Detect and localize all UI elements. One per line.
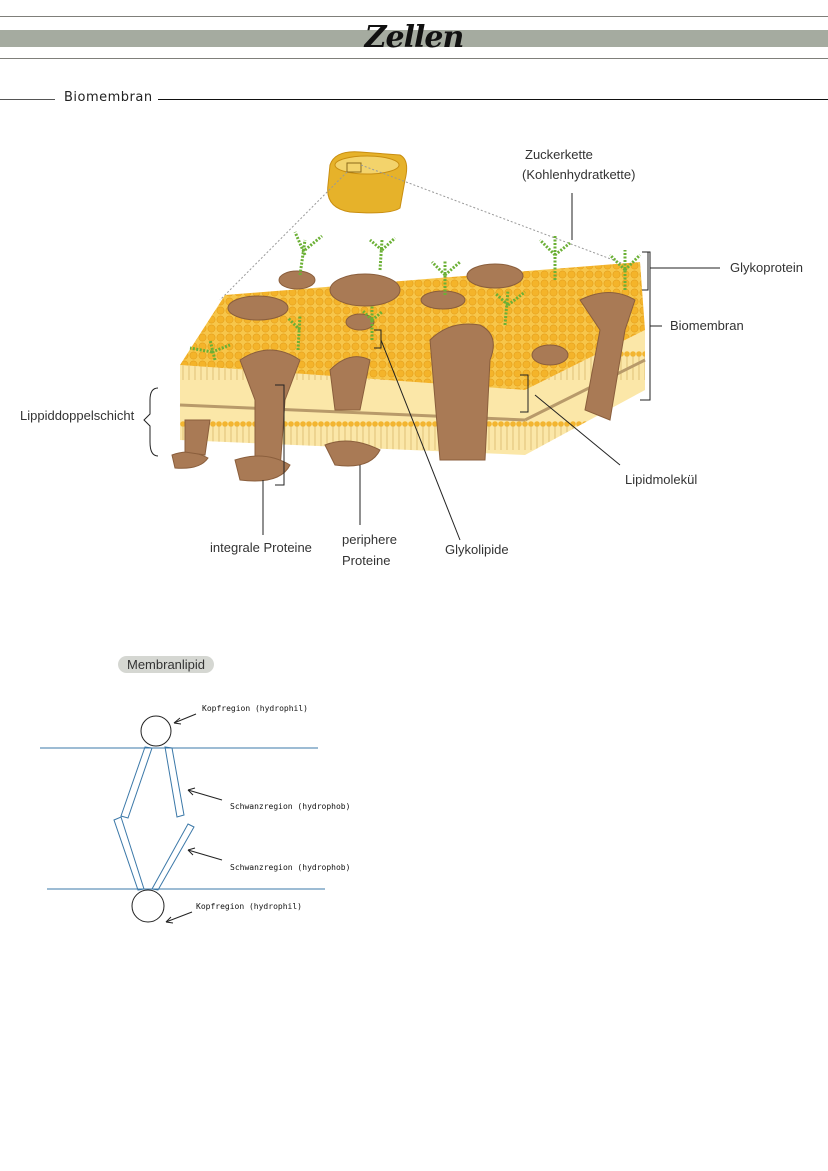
label-integral-proteins: integrale Proteine <box>210 540 312 555</box>
membranlipid-title: Membranlipid <box>118 656 215 673</box>
label-sugar-chain-alt: (Kohlenhydratkette) <box>522 167 636 182</box>
header-rule-top <box>0 16 828 17</box>
zoom-line-right <box>360 164 641 271</box>
head-bottom <box>131 889 165 923</box>
section-title: Biomembran <box>64 90 153 105</box>
page-title: Zellen <box>364 20 465 55</box>
label-glycolipids: Glykolipide <box>445 542 509 557</box>
section-rule-right <box>158 99 828 100</box>
header-rule-bottom <box>0 58 828 59</box>
label-lipid-bilayer: Lippiddoppelschicht <box>20 408 135 423</box>
label-tail-1: Schwanzregion (hydrophob) <box>230 802 351 811</box>
label-tail-2: Schwanzregion (hydrophob) <box>230 863 351 872</box>
label-head-bottom: Kopfregion (hydrophil) <box>196 902 302 911</box>
leader-lines <box>143 193 720 541</box>
label-biomembrane: Biomembran <box>670 318 744 333</box>
label-lipid-molecule: Lipidmolekül <box>625 472 698 487</box>
cell-icon <box>327 151 408 214</box>
label-peripheral-proteins: periphere <box>342 532 397 547</box>
header-band <box>0 30 828 47</box>
sugar-chains <box>189 231 642 361</box>
label-head-top: Kopfregion (hydrophil) <box>202 704 308 713</box>
head-top <box>140 715 172 747</box>
label-glycoprotein: Glykoprotein <box>730 260 803 275</box>
label-peripheral-proteins-2: Proteine <box>342 553 391 568</box>
membranlipid-diagram <box>40 713 325 924</box>
section-rule-left <box>0 99 55 100</box>
proteins <box>171 263 636 482</box>
label-sugar-chain: Zuckerkette <box>525 147 593 162</box>
